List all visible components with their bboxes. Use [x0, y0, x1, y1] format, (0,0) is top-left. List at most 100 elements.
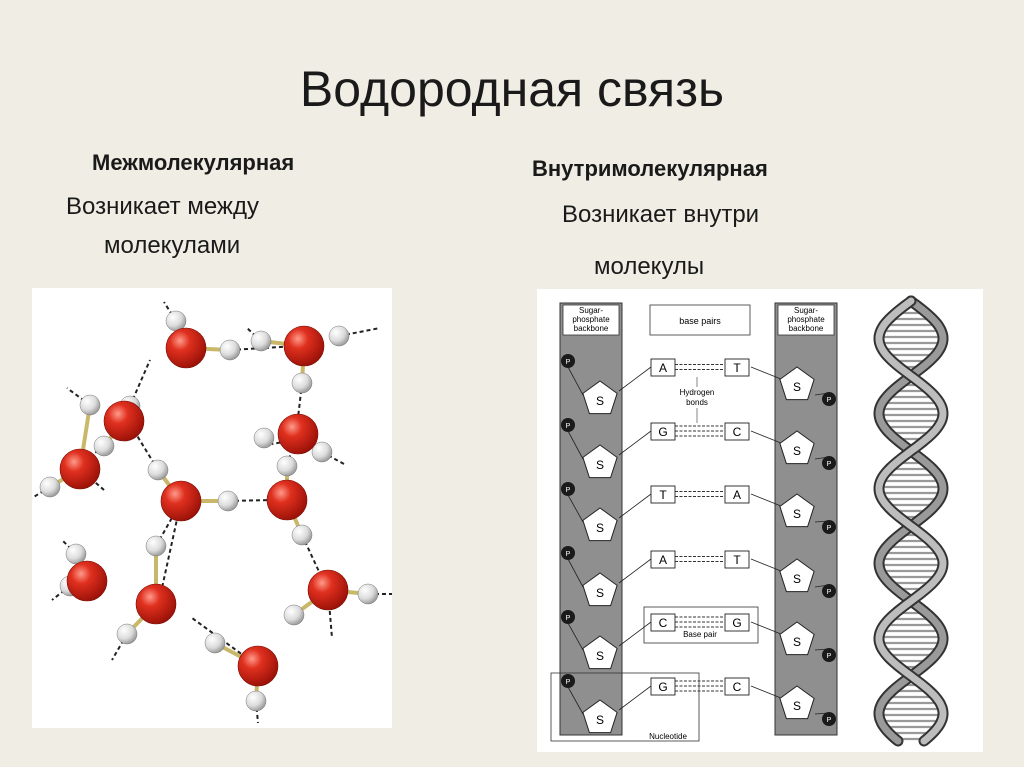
hydrogen-atom	[250, 330, 272, 352]
oxygen-atom	[237, 645, 279, 687]
hydrogen-atom	[79, 394, 101, 416]
base-box	[724, 550, 750, 569]
connector-line	[750, 430, 782, 444]
sugar-label: S	[793, 699, 801, 713]
dna-panel: Sugar- phosphate backbone Sugar- phospha…	[537, 289, 983, 752]
hydrogen-atom	[116, 623, 138, 645]
oxygen-atom	[266, 479, 308, 521]
phosphate-icon	[561, 610, 575, 624]
phosphate-label: P	[566, 615, 571, 622]
connector-line	[567, 430, 584, 460]
sugar-pentagon	[582, 444, 618, 479]
hydrogen-bond	[111, 633, 128, 661]
sugar-pentagon	[582, 572, 618, 607]
base-pair-label: Base pair	[683, 630, 717, 639]
dna-diagram-icon: Sugar- phosphate backbone Sugar- phospha…	[550, 295, 949, 747]
connector-line	[750, 558, 782, 572]
hydrogen-atom	[357, 583, 379, 605]
base-left: A	[659, 361, 667, 375]
left-backbone-label-3: backbone	[574, 324, 609, 333]
oxygen-atom	[277, 413, 319, 455]
sugar-label: S	[596, 394, 604, 408]
base-left: G	[658, 680, 667, 694]
hydrogen-atom	[253, 427, 275, 449]
phosphate-icon	[561, 674, 575, 688]
sugar-label: S	[596, 521, 604, 535]
connector-line	[618, 621, 652, 647]
left-backbone-label-2: phosphate	[572, 315, 610, 324]
sugar-pentagon	[582, 507, 618, 542]
hydrogen-atom	[245, 690, 267, 712]
hydrogen-atom	[93, 435, 115, 457]
base-right: A	[733, 488, 741, 502]
hydrogen-bond	[297, 382, 303, 419]
phosphate-icon	[822, 456, 836, 470]
hydrogen-atom	[145, 535, 167, 557]
sugar-pentagon	[779, 430, 815, 465]
left-backbone-label-1: Sugar-	[579, 306, 603, 315]
connector-line	[618, 430, 652, 456]
sugar-label: S	[596, 649, 604, 663]
oxygen-atom	[165, 327, 207, 369]
connector-line	[814, 520, 830, 523]
sugar-label: S	[793, 635, 801, 649]
intramolecular-heading: Внутримолекулярная	[532, 156, 768, 181]
sugar-pentagon	[582, 699, 618, 734]
phosphate-label: P	[566, 359, 571, 366]
base-pairs-label: base pairs	[679, 316, 721, 326]
nucleotide-label: Nucleotide	[649, 732, 687, 741]
hydrogen-bond	[155, 515, 174, 547]
phosphate-icon	[561, 418, 575, 432]
connector-line	[814, 392, 830, 396]
connector-line	[814, 648, 830, 651]
connector-line	[750, 685, 782, 699]
hydrogen-atom	[311, 441, 333, 463]
phosphate-label: P	[827, 525, 832, 532]
right-backbone-label-2: phosphate	[787, 315, 825, 324]
oxygen-atom	[59, 448, 101, 490]
connector-line	[618, 685, 652, 711]
phosphate-icon	[822, 392, 836, 406]
base-left: A	[659, 553, 667, 567]
connector-line	[618, 493, 652, 519]
phosphate-label: P	[827, 589, 832, 596]
hydrogen-atom	[204, 632, 226, 654]
phosphate-icon	[561, 546, 575, 560]
sugar-pentagon	[582, 635, 618, 670]
connector-line	[750, 366, 782, 380]
base-left: T	[659, 488, 667, 502]
connector-line	[567, 686, 584, 715]
base-left: G	[658, 425, 667, 439]
sugar-label: S	[596, 458, 604, 472]
sugar-label: S	[596, 586, 604, 600]
intermolecular-heading: Межмолекулярная	[92, 150, 295, 175]
connector-line	[567, 622, 584, 651]
hydrogen-atom	[328, 325, 350, 347]
phosphate-label: P	[827, 653, 832, 660]
phosphate-label: P	[566, 679, 571, 686]
connector-line	[814, 584, 830, 588]
sugar-label: S	[793, 507, 801, 521]
phosphate-icon	[822, 520, 836, 534]
oxygen-atom	[160, 480, 202, 522]
hydrogen-atom	[39, 476, 61, 498]
sugar-pentagon	[779, 558, 815, 593]
sugar-pentagon	[779, 366, 815, 401]
oxygen-atom	[103, 400, 145, 442]
connector-line	[618, 366, 652, 392]
oxygen-atom	[307, 569, 349, 611]
base-right: C	[733, 680, 742, 694]
hydrogen-bond	[66, 387, 91, 406]
right-backbone-label-3: backbone	[789, 324, 824, 333]
hydrogen-atom	[276, 455, 298, 477]
intramolecular-text-line2: молекулы	[594, 253, 705, 280]
base-right: G	[732, 616, 741, 630]
oxygen-atom	[66, 560, 108, 602]
connector-line	[618, 558, 652, 584]
hydrogen-atom	[65, 543, 87, 565]
oxygen-atom	[283, 325, 325, 367]
base-box	[724, 358, 750, 377]
connector-line	[814, 456, 830, 460]
sugar-label: S	[793, 444, 801, 458]
base-right: T	[733, 553, 741, 567]
